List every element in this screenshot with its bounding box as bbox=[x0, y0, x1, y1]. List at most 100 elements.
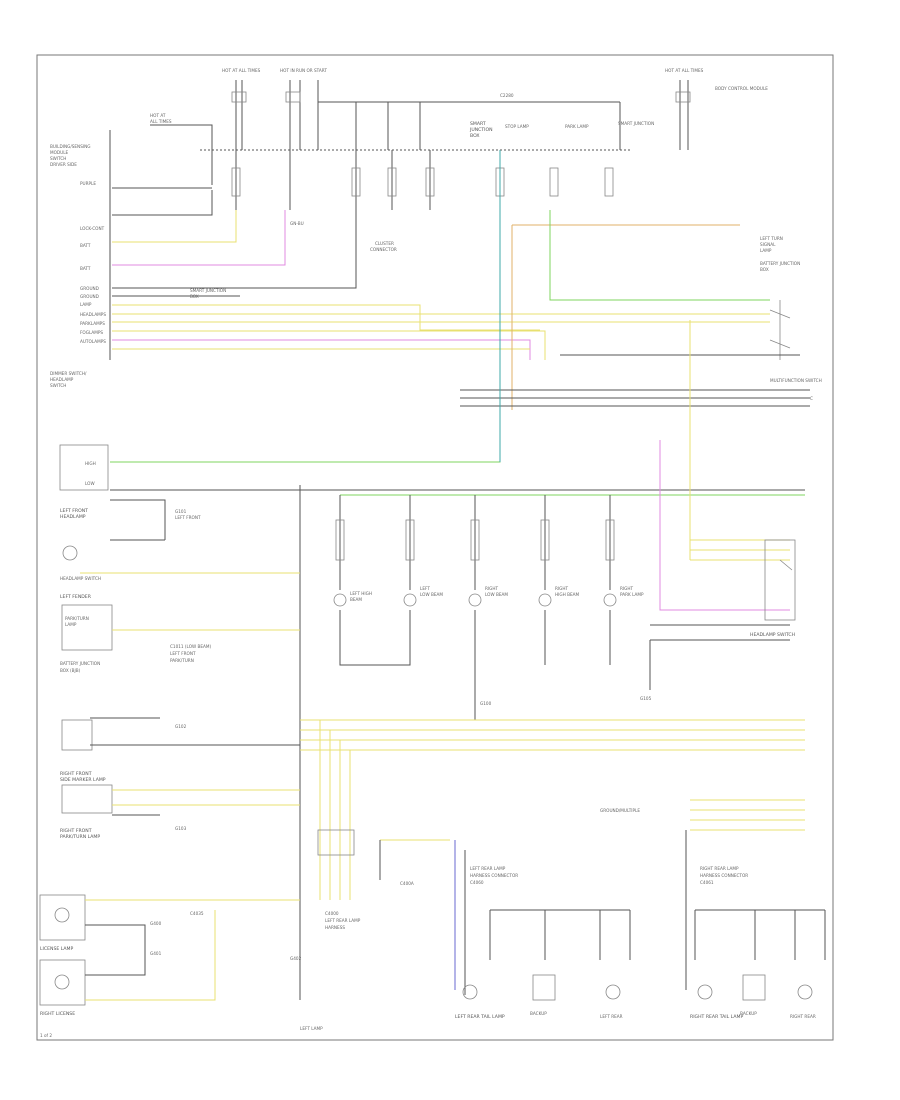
svg-text:GROUND: GROUND bbox=[80, 294, 99, 299]
label-right-rear: RIGHT REAR TAIL LAMP bbox=[690, 1014, 743, 1020]
svg-text:SMART JUNCTION: SMART JUNCTION bbox=[618, 121, 654, 126]
label-headlamp-switch: HEADLAMP SWITCH bbox=[750, 632, 795, 638]
svg-text:BOX: BOX bbox=[190, 294, 199, 299]
label-hot-all-times-2: HOT AT ALL TIMES bbox=[665, 68, 704, 73]
center-lamp-row: LEFT HIGH BEAM LEFT LOW BEAM RIGHT LOW B… bbox=[110, 150, 805, 720]
svg-text:RIGHT REAR: RIGHT REAR bbox=[790, 1014, 816, 1019]
svg-text:SWITCH: SWITCH bbox=[50, 383, 66, 388]
label-hot-run-start: HOT IN RUN OR START bbox=[280, 68, 327, 73]
svg-text:GROUND/MULTIPLE: GROUND/MULTIPLE bbox=[600, 808, 640, 813]
lamp-symbols bbox=[333, 593, 617, 607]
svg-text:BOX (BJB): BOX (BJB) bbox=[60, 668, 81, 673]
svg-text:BATT: BATT bbox=[80, 266, 91, 271]
svg-text:BATTERY JUNCTION: BATTERY JUNCTION bbox=[760, 261, 800, 266]
svg-text:BEAM: BEAM bbox=[350, 597, 362, 602]
svg-text:HEADLAMP: HEADLAMP bbox=[60, 514, 86, 520]
svg-text:HEADLAMPS: HEADLAMPS bbox=[80, 312, 106, 317]
svg-text:SWITCH: SWITCH bbox=[50, 156, 66, 161]
svg-text:BODY CONTROL MODULE: BODY CONTROL MODULE bbox=[715, 86, 768, 91]
svg-text:HOT AT: HOT AT bbox=[150, 113, 166, 118]
svg-text:STOP LAMP: STOP LAMP bbox=[505, 124, 529, 129]
svg-text:PARK/TURN LAMP: PARK/TURN LAMP bbox=[60, 834, 100, 840]
svg-text:GROUND: GROUND bbox=[80, 286, 99, 291]
label-lic-lamp: LICENSE LAMP bbox=[40, 946, 74, 952]
label-lf-fender: LEFT FENDER bbox=[60, 594, 92, 600]
svg-text:LEFT HIGH: LEFT HIGH bbox=[350, 591, 372, 596]
svg-text:RIGHT: RIGHT bbox=[620, 586, 634, 591]
svg-text:ALL TIMES: ALL TIMES bbox=[150, 119, 172, 124]
svg-text:FOGLAMPS: FOGLAMPS bbox=[80, 330, 103, 335]
svg-text:AUTOLAMPS: AUTOLAMPS bbox=[80, 339, 106, 344]
svg-text:BATT: BATT bbox=[80, 243, 91, 248]
svg-text:LEFT REAR LAMP: LEFT REAR LAMP bbox=[470, 866, 506, 871]
svg-text:LEFT REAR: LEFT REAR bbox=[600, 1014, 623, 1019]
label-lf-side: HEADLAMP SWITCH bbox=[60, 576, 101, 581]
svg-text:LOW BEAM: LOW BEAM bbox=[485, 592, 508, 597]
svg-text:LOCK-CONT: LOCK-CONT bbox=[80, 226, 105, 231]
svg-text:HARNESS: HARNESS bbox=[325, 925, 345, 930]
svg-text:LEFT FRONT: LEFT FRONT bbox=[175, 515, 201, 520]
svg-text:RIGHT: RIGHT bbox=[485, 586, 499, 591]
multifunction-switch: LEFT TURN SIGNAL LAMP BATTERY JUNCTION B… bbox=[460, 210, 822, 410]
svg-text:LEFT: LEFT bbox=[420, 586, 430, 591]
svg-text:G401: G401 bbox=[150, 951, 162, 956]
svg-text:CLUSTER: CLUSTER bbox=[375, 241, 394, 246]
svg-text:C4061: C4061 bbox=[700, 880, 714, 885]
svg-text:SIGNAL: SIGNAL bbox=[760, 242, 776, 247]
svg-text:RIGHT FRONT: RIGHT FRONT bbox=[60, 828, 92, 834]
svg-text:PURPLE: PURPLE bbox=[80, 181, 96, 186]
footnote: 1 of 2 bbox=[40, 1033, 52, 1038]
svg-text:BATTERY JUNCTION: BATTERY JUNCTION bbox=[60, 661, 100, 666]
svg-text:LEFT FRONT: LEFT FRONT bbox=[170, 651, 196, 656]
svg-text:RIGHT REAR LAMP: RIGHT REAR LAMP bbox=[700, 866, 739, 871]
svg-text:LEFT TURN: LEFT TURN bbox=[760, 236, 783, 241]
svg-text:PARK LAMP: PARK LAMP bbox=[565, 124, 589, 129]
svg-text:G402: G402 bbox=[290, 956, 302, 961]
svg-text:LEFT REAR LAMP: LEFT REAR LAMP bbox=[325, 918, 361, 923]
svg-text:BACKUP: BACKUP bbox=[530, 1011, 547, 1016]
svg-text:BACKUP: BACKUP bbox=[740, 1011, 757, 1016]
label-sjb-bus: C2280 bbox=[500, 93, 514, 98]
label-hot-all-times-1: HOT AT ALL TIMES bbox=[222, 68, 261, 73]
svg-text:LAMP: LAMP bbox=[760, 248, 772, 253]
svg-text:C4000: C4000 bbox=[325, 911, 339, 916]
svg-text:HARNESS CONNECTOR: HARNESS CONNECTOR bbox=[470, 873, 518, 878]
svg-text:LAMP: LAMP bbox=[65, 622, 77, 627]
svg-text:C400A: C400A bbox=[400, 881, 414, 886]
bcm-connector: BUILDING/SENSING MODULE SWITCH DRIVER SI… bbox=[50, 113, 770, 388]
power-distribution: HOT AT ALL TIMES HOT IN RUN OR START HOT… bbox=[200, 68, 768, 252]
svg-text:HIGH: HIGH bbox=[85, 461, 96, 466]
svg-text:RIGHT FRONT: RIGHT FRONT bbox=[60, 771, 92, 777]
svg-text:RIGHT: RIGHT bbox=[555, 586, 569, 591]
svg-text:G103: G103 bbox=[175, 826, 187, 831]
svg-text:LOW BEAM: LOW BEAM bbox=[420, 592, 443, 597]
svg-text:G100: G100 bbox=[480, 701, 492, 706]
svg-text:C: C bbox=[810, 396, 813, 401]
svg-text:G400: G400 bbox=[150, 921, 162, 926]
svg-text:DRIVER SIDE: DRIVER SIDE bbox=[50, 162, 77, 167]
svg-text:SIDE MARKER LAMP: SIDE MARKER LAMP bbox=[60, 777, 106, 783]
svg-text:PARK/TURN: PARK/TURN bbox=[170, 658, 194, 663]
svg-text:RIGHT LICENSE: RIGHT LICENSE bbox=[40, 1011, 75, 1017]
svg-text:SMART JUNCTION: SMART JUNCTION bbox=[190, 288, 226, 293]
diagram-frame bbox=[36, 54, 834, 1041]
svg-text:G105: G105 bbox=[640, 696, 652, 701]
svg-text:GN-BU: GN-BU bbox=[290, 221, 304, 226]
svg-text:DIMMER SWITCH/: DIMMER SWITCH/ bbox=[50, 371, 87, 376]
label-left-rear: LEFT REAR TAIL LAMP bbox=[455, 1014, 505, 1020]
svg-text:G101: G101 bbox=[175, 509, 187, 514]
svg-text:PARK/TURN: PARK/TURN bbox=[65, 616, 89, 621]
svg-text:G102: G102 bbox=[175, 724, 187, 729]
svg-text:LAMP: LAMP bbox=[80, 302, 92, 307]
svg-text:CONNECTOR: CONNECTOR bbox=[370, 247, 397, 252]
label-lf-headlamp: LEFT FRONT bbox=[60, 508, 88, 514]
svg-text:LEFT LAMP: LEFT LAMP bbox=[300, 1026, 323, 1031]
svg-text:BOX: BOX bbox=[470, 133, 480, 139]
svg-text:HARNESS CONNECTOR: HARNESS CONNECTOR bbox=[700, 873, 748, 878]
svg-text:C4060: C4060 bbox=[470, 880, 484, 885]
svg-text:C4035: C4035 bbox=[190, 911, 204, 916]
svg-text:JUNCTION: JUNCTION bbox=[469, 127, 493, 133]
svg-text:PARK LAMP: PARK LAMP bbox=[620, 592, 644, 597]
svg-text:MODULE: MODULE bbox=[50, 150, 69, 155]
